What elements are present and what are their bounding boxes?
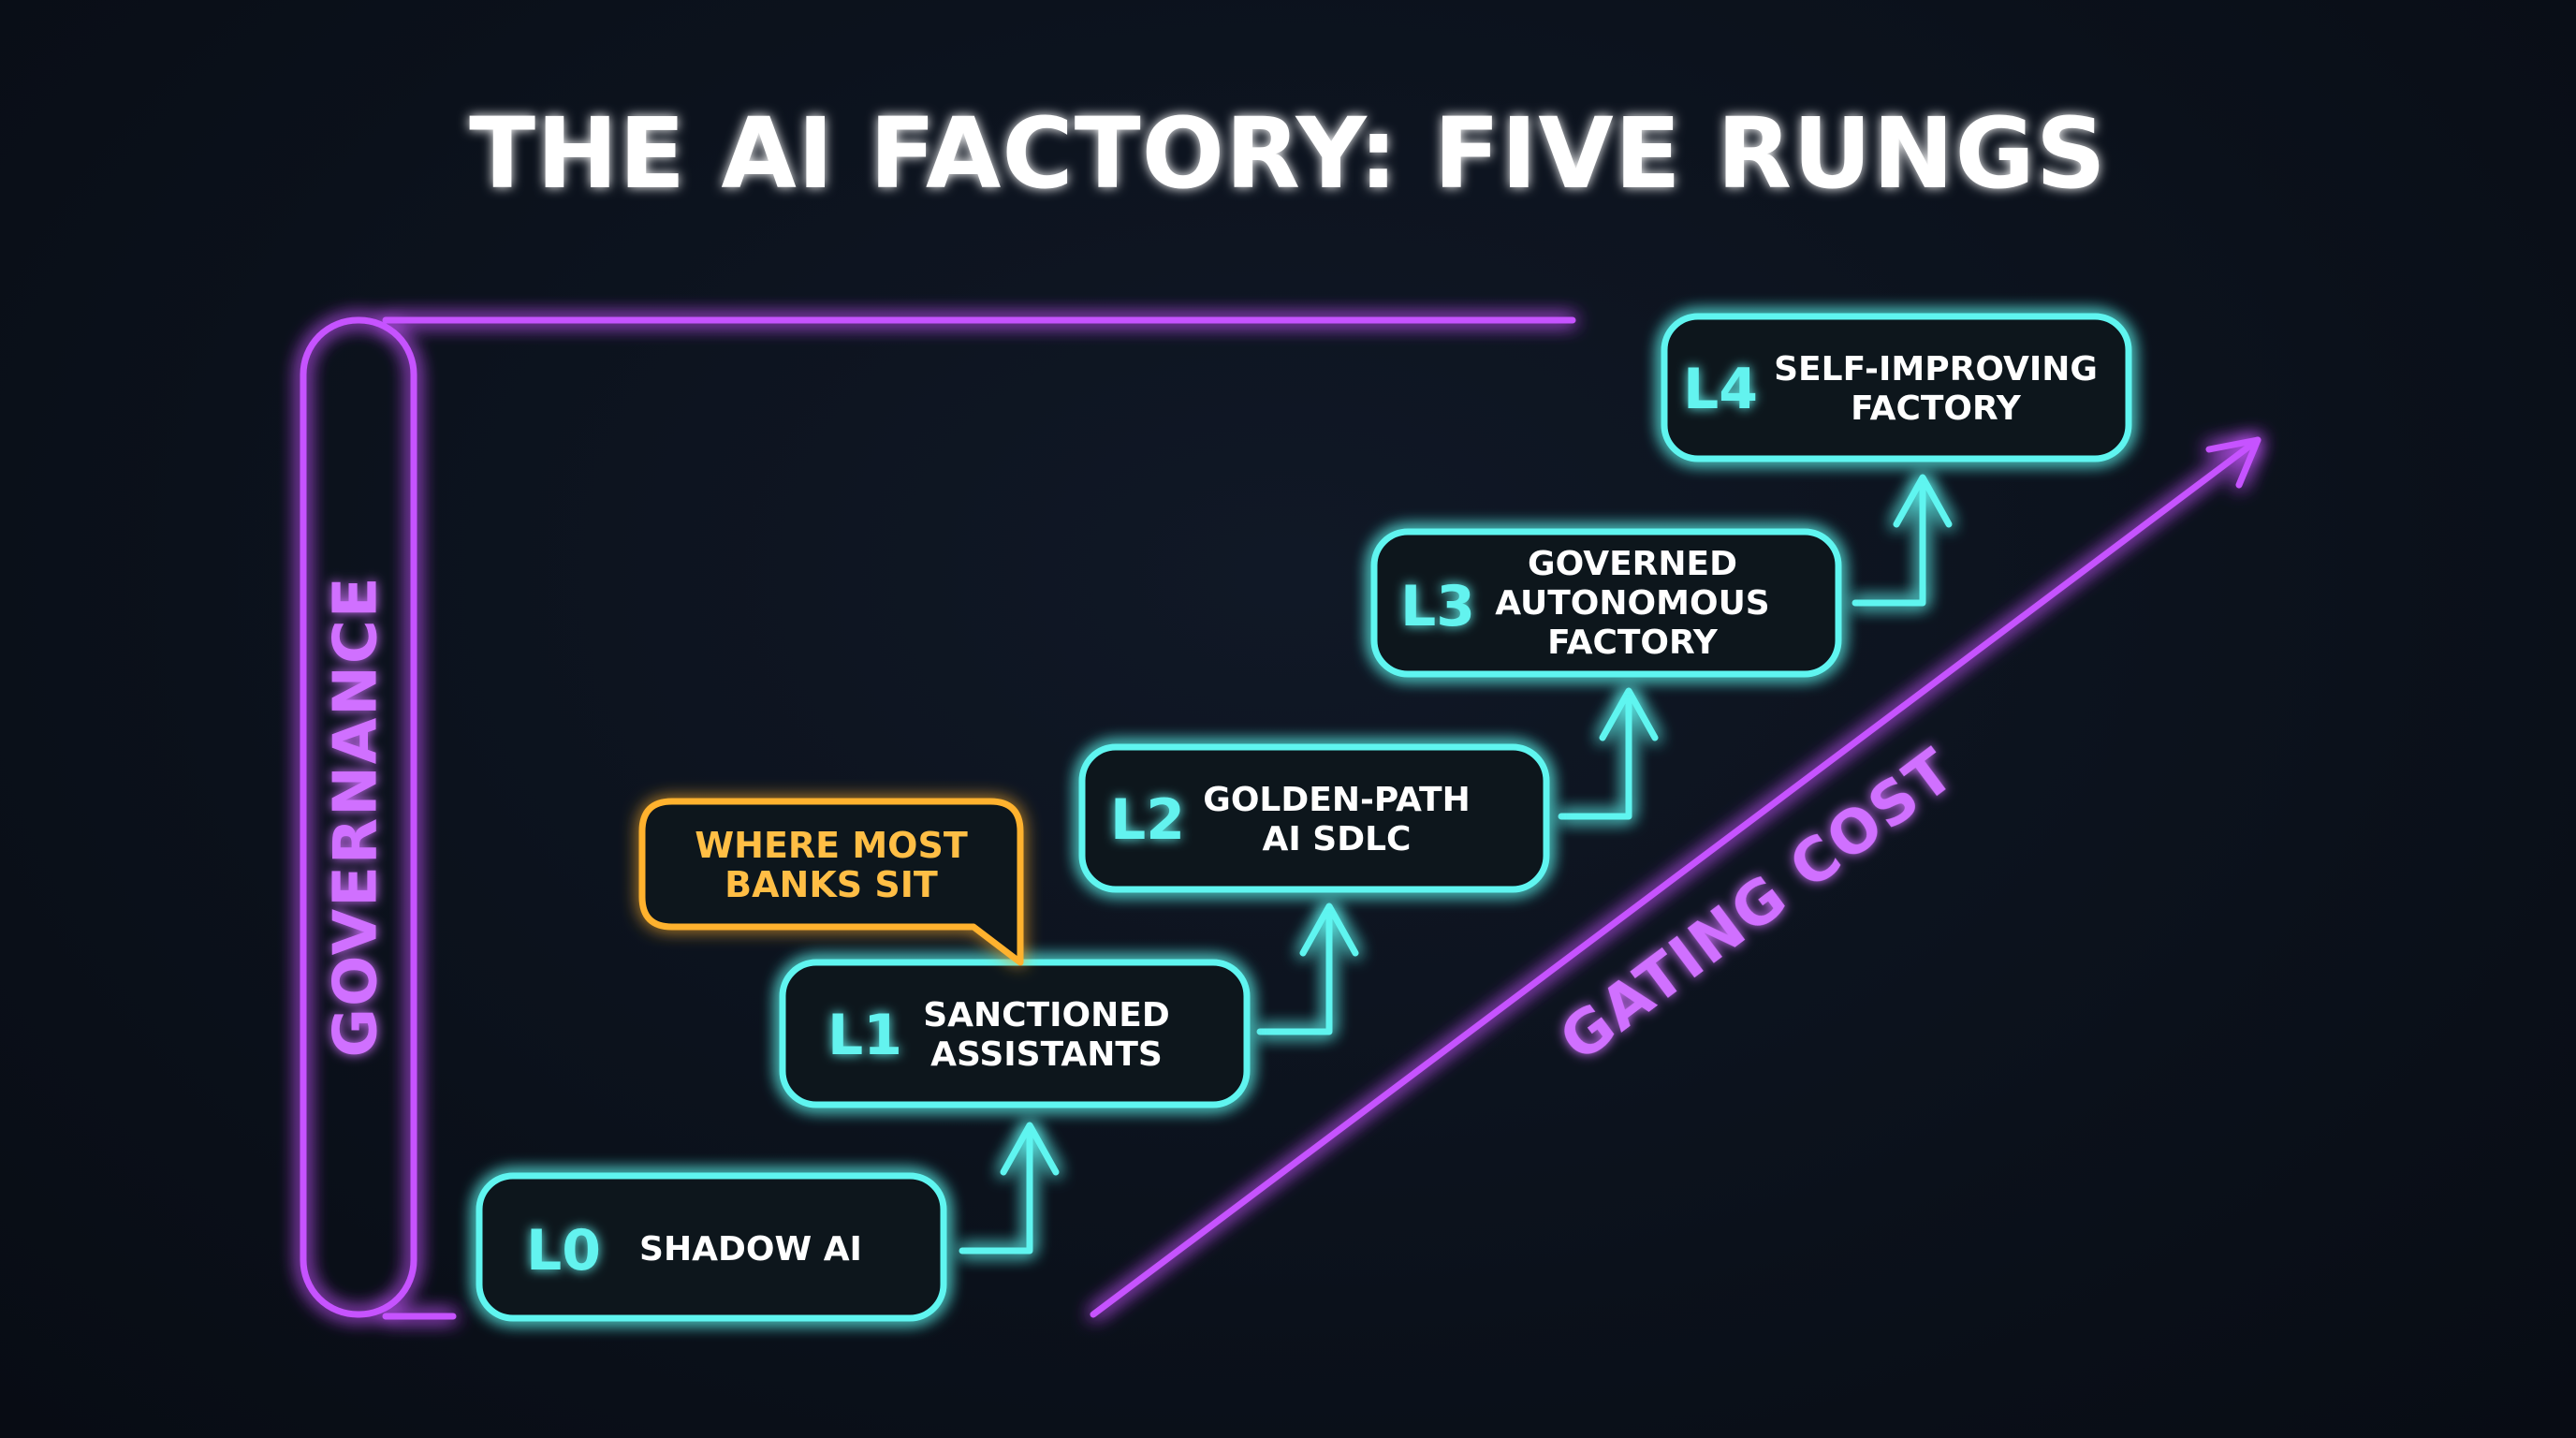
connector-l2-l3 xyxy=(1558,693,1632,820)
rung-label-line-1: GOVERNED xyxy=(1528,545,1737,583)
callout-bubble xyxy=(638,798,1024,966)
rung-code: L4 xyxy=(1683,357,1758,422)
arrowhead-l1-l2 xyxy=(1299,902,1359,957)
governance-label: GOVERNANCE xyxy=(322,575,391,1057)
rung-code: L3 xyxy=(1400,574,1475,639)
rung-box xyxy=(779,959,1251,1108)
governance-axis xyxy=(300,316,1576,1320)
gating-cost-arrowhead xyxy=(2205,436,2261,489)
rung-connectors xyxy=(959,474,1953,1255)
rung-label-line-2: ASSISTANTS xyxy=(930,1035,1163,1074)
arrowhead-l2-l3 xyxy=(1599,687,1659,741)
arrowhead-l3-l4 xyxy=(1893,474,1953,528)
arrowhead-l0-l1 xyxy=(1000,1122,1060,1176)
rung-l1: L1 SANCTIONED ASSISTANTS xyxy=(779,959,1251,1108)
rung-l4: L4 SELF-IMPROVING FACTORY xyxy=(1661,313,2132,462)
gating-cost-line xyxy=(1090,436,2261,1318)
rung-box xyxy=(1661,313,2132,462)
rung-l0: L0 SHADOW AI xyxy=(476,1172,947,1322)
rung-label-line-1: GOLDEN-PATH xyxy=(1203,781,1470,819)
rung-box xyxy=(1078,743,1550,893)
rung-code: L0 xyxy=(526,1218,601,1284)
rung-label-line-2: AUTONOMOUS xyxy=(1495,584,1769,623)
rung-label-line-3: FACTORY xyxy=(1547,624,1719,662)
rung-code: L2 xyxy=(1110,787,1185,853)
rung-box xyxy=(1370,528,1842,678)
callout-where-most-banks-sit: WHERE MOST BANKS SIT xyxy=(638,798,1024,966)
diagram-title: THE AI FACTORY: FIVE RUNGS xyxy=(469,96,2107,211)
rung-label-line-2: FACTORY xyxy=(1851,389,2022,428)
rung-label-line-2: AI SDLC xyxy=(1263,820,1412,858)
gating-cost-arrow xyxy=(1090,436,2261,1318)
connector-l1-l2 xyxy=(1256,908,1333,1035)
rung-label-line-1: SELF-IMPROVING xyxy=(1774,350,2098,389)
rung-code: L1 xyxy=(827,1003,902,1068)
rung-label: SHADOW AI xyxy=(639,1230,862,1269)
callout-line-2: BANKS SIT xyxy=(724,864,938,905)
connector-l0-l1 xyxy=(959,1127,1033,1255)
rung-l2: L2 GOLDEN-PATH AI SDLC xyxy=(1078,743,1550,893)
connector-l3-l4 xyxy=(1852,479,1926,607)
rung-label-line-1: SANCTIONED xyxy=(923,996,1170,1034)
gating-cost-label: GATING COST xyxy=(1547,736,1968,1076)
governance-pill xyxy=(300,316,417,1318)
callout-line-1: WHERE MOST xyxy=(695,825,968,866)
rung-l3: L3 GOVERNED AUTONOMOUS FACTORY xyxy=(1370,528,1842,678)
rung-box xyxy=(476,1172,947,1322)
